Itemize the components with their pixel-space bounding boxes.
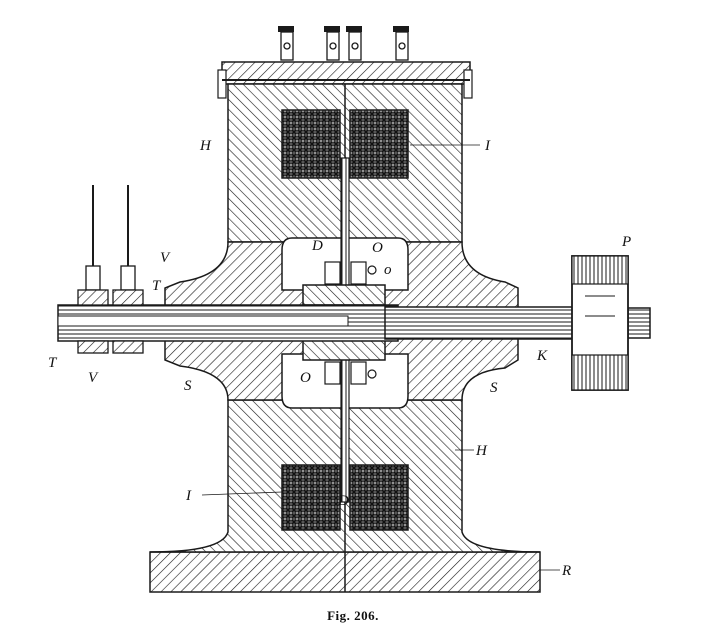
label-o-bot: O <box>300 370 311 386</box>
label-h-top: H <box>199 138 212 154</box>
label-p: P <box>621 234 631 250</box>
lower-coil-left <box>281 464 341 531</box>
label-i-bot: I <box>185 488 192 504</box>
label-k: K <box>536 348 548 364</box>
label-t-left: T <box>48 355 58 371</box>
patent-drawing: H I D O o V T P T V S S K O H I D R <box>48 26 651 593</box>
label-o-top: O <box>372 240 383 256</box>
label-s-left: S <box>184 378 192 394</box>
disk-lower <box>340 351 350 503</box>
lower-coil-right <box>349 464 409 531</box>
label-h-right: H <box>475 443 488 459</box>
upper-coil-left <box>281 109 341 179</box>
top-plate <box>217 61 473 99</box>
label-i-top: I <box>484 138 491 154</box>
binding-posts <box>278 26 409 61</box>
label-s-right: S <box>490 380 498 396</box>
collector-rings <box>77 185 144 354</box>
label-r: R <box>561 563 571 579</box>
label-v-top: V <box>160 250 171 266</box>
label-v-left: V <box>88 370 99 386</box>
label-o-top-small: o <box>384 262 392 278</box>
shaft <box>57 304 651 342</box>
base-plate <box>149 551 541 593</box>
label-d-bot: D <box>337 493 349 509</box>
disk-upper <box>340 157 350 299</box>
figure-caption: Fig. 206. <box>327 608 379 623</box>
upper-coil-right <box>349 109 409 179</box>
label-d-top: D <box>311 238 323 254</box>
label-t-top: T <box>152 278 162 294</box>
pulley <box>571 255 629 391</box>
